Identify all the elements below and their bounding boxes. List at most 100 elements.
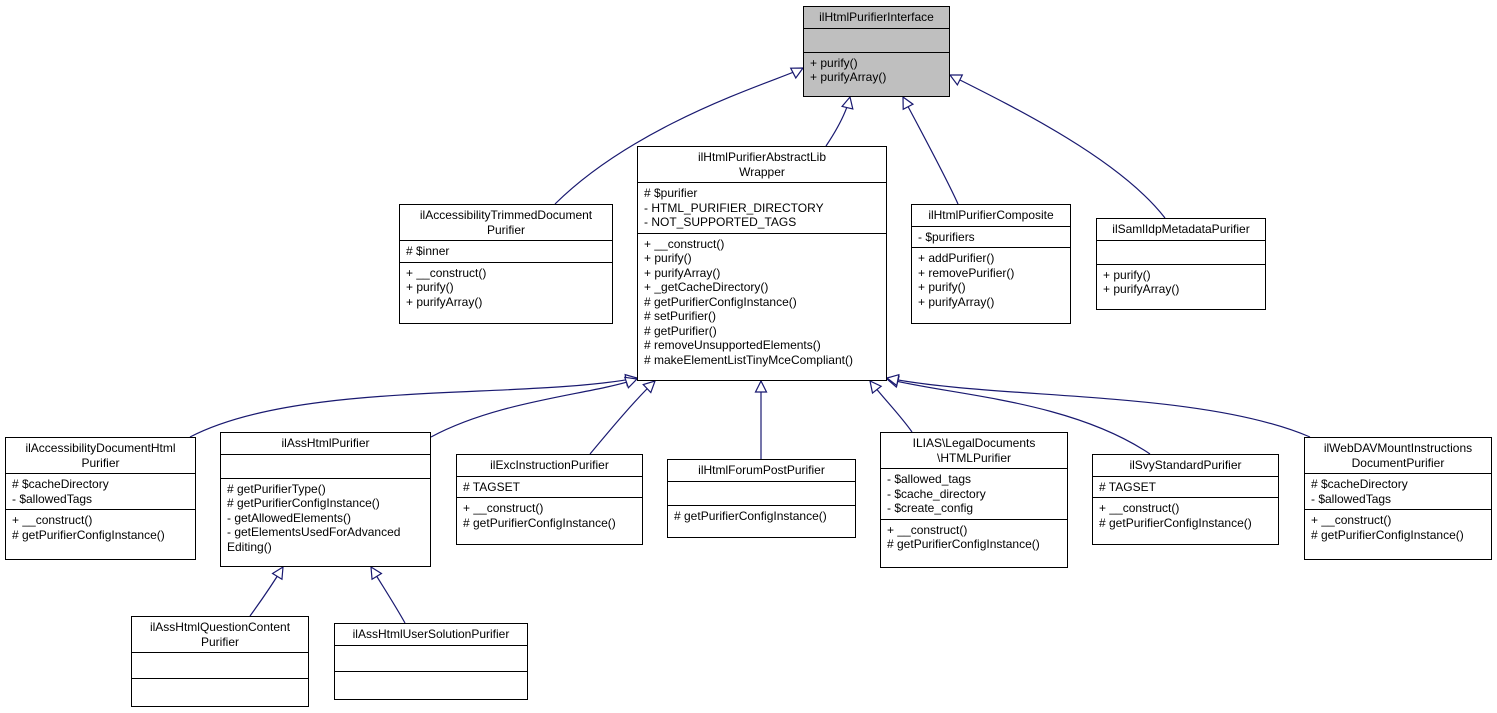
method-line: + removePurifier() xyxy=(918,265,1015,280)
method-line: + __construct() xyxy=(406,265,487,280)
class-name-line: ilAssHtmlPurifier xyxy=(281,436,370,450)
class-attributes-section xyxy=(1097,239,1265,264)
class-name-line: \HTMLPurifier xyxy=(936,450,1011,465)
inheritance-edge-ass-to-abstract xyxy=(430,378,638,438)
class-ilAssHtmlPurifier[interactable]: ilAssHtmlPurifier # getPurifierType()# ge… xyxy=(220,432,431,567)
inheritance-arrowhead-forum xyxy=(754,379,768,393)
class-attributes-section: - $allowed_tags- $cache_directory- $crea… xyxy=(881,468,1067,519)
class-name-line: ILIAS\LegalDocuments xyxy=(912,436,1036,450)
class-attributes-section: # $inner xyxy=(400,240,612,262)
class-attributes-section xyxy=(221,453,430,478)
class-attributes-section: # $cacheDirectory- $allowedTags xyxy=(6,473,195,509)
class-methods-section: + purify()+ purifyArray() xyxy=(1097,263,1265,307)
class-attributes-section xyxy=(804,27,949,52)
class-name-line: ilSvyStandardPurifier xyxy=(1129,458,1242,472)
attribute-line: # $inner xyxy=(406,244,450,258)
attribute-line: - NOT_SUPPORTED_TAGS xyxy=(644,215,797,229)
class-name-line: ilAssHtmlQuestionContent xyxy=(149,620,291,634)
attribute-line: - $cache_directory xyxy=(887,486,986,501)
class-ilSamlIdpMetadataPurifier[interactable]: ilSamlIdpMetadataPurifier+ purify()+ pur… xyxy=(1096,218,1266,310)
inheritance-arrowhead-question xyxy=(271,565,284,581)
class-ilHtmlPurifierInterface[interactable]: ilHtmlPurifierInterface+ purify()+ purif… xyxy=(803,6,950,97)
method-line: + __construct() xyxy=(1099,501,1180,515)
method-line: + __construct() xyxy=(1311,513,1392,527)
method-line: Editing() xyxy=(227,539,272,554)
class-name-line: Purifier xyxy=(81,455,120,470)
method-line: + __construct() xyxy=(644,236,725,251)
attribute-line: - $create_config xyxy=(887,501,974,515)
class-ilHtmlForumPostPurifier[interactable]: ilHtmlForumPostPurifier # getPurifierConf… xyxy=(667,459,856,538)
method-line: + purifyArray() xyxy=(1103,282,1180,296)
method-line: + purify() xyxy=(1103,267,1151,282)
class-ilSvyStandardPurifier[interactable]: ilSvyStandardPurifier # TAGSET + __constru… xyxy=(1092,454,1279,545)
class-ilExcInstructionPurifier[interactable]: ilExcInstructionPurifier # TAGSET + __cons… xyxy=(456,454,643,545)
method-line: # getPurifierConfigInstance() xyxy=(1311,527,1464,542)
class-name-line: ilAccessibilityTrimmedDocument xyxy=(419,208,593,222)
class-name-line: ilHtmlForumPostPurifier xyxy=(698,463,825,477)
inheritance-arrowhead-trimmed xyxy=(789,67,805,80)
class-name-line: ilWebDAVMountInstructions xyxy=(1323,441,1473,455)
attribute-line: # $cacheDirectory xyxy=(12,477,109,491)
attribute-line: # TAGSET xyxy=(463,479,520,494)
inheritance-arrowhead-ass xyxy=(623,376,639,389)
class-name-section: ILIAS\LegalDocuments\HTMLPurifier xyxy=(881,433,1067,468)
method-line: # setPurifier() xyxy=(644,309,717,323)
class-name-section: ilSvyStandardPurifier xyxy=(1093,455,1278,476)
class-name-line: ilExcInstructionPurifier xyxy=(490,458,609,472)
method-line: + addPurifier() xyxy=(918,251,995,265)
class-name-line: DocumentPurifier xyxy=(1351,455,1445,470)
inheritance-edge-saml-to-iface xyxy=(949,74,1166,219)
method-line: # getPurifierConfigInstance() xyxy=(887,537,1040,551)
method-line: + purifyArray() xyxy=(406,294,483,309)
inheritance-arrowhead-usersol xyxy=(370,565,383,581)
class-methods-section: # getPurifierType()# getPurifierConfigIn… xyxy=(221,477,430,564)
class-attributes-section xyxy=(132,652,308,678)
inheritance-arrowhead-webdav xyxy=(885,373,900,387)
class-ilAssHtmlUserSolutionPurifier[interactable]: ilAssHtmlUserSolutionPurifier xyxy=(334,623,528,700)
method-line: + purify() xyxy=(406,280,454,294)
class-ILIAS-LegalDocuments-HTMLPurifier[interactable]: ILIAS\LegalDocuments\HTMLPurifier- $allo… xyxy=(880,432,1068,568)
method-line: + purify() xyxy=(644,251,692,265)
class-methods-section xyxy=(335,670,527,697)
class-methods-section: + __construct()+ purify()+ purifyArray() xyxy=(400,261,612,321)
class-methods-section: + __construct()# getPurifierConfigInstan… xyxy=(6,509,195,557)
method-line: # removeUnsupportedElements() xyxy=(644,338,821,352)
inheritance-arrowhead-legal xyxy=(869,379,883,395)
class-methods-section: # getPurifierConfigInstance() xyxy=(668,504,855,535)
inheritance-arrowhead-composite xyxy=(902,95,915,111)
class-attributes-section xyxy=(335,644,527,671)
class-name-section: ilHtmlPurifierInterface xyxy=(804,7,949,28)
class-attributes-section: # TAGSET xyxy=(457,475,642,498)
class-ilHtmlPurifierComposite[interactable]: ilHtmlPurifierComposite- $purifiers+ add… xyxy=(911,204,1071,324)
inheritance-arrowhead-abstract xyxy=(841,95,854,110)
attribute-line: - $allowedTags xyxy=(12,491,93,506)
class-name-section: ilHtmlForumPostPurifier xyxy=(668,460,855,481)
method-line: # makeElementListTinyMceCompliant() xyxy=(644,352,853,367)
inheritance-edge-webdav-to-abstract xyxy=(886,377,1311,438)
class-methods-section xyxy=(132,678,308,704)
method-line: # getPurifierConfigInstance() xyxy=(463,515,616,530)
method-line: # getPurifierConfigInstance() xyxy=(12,527,165,542)
class-name-line: ilAccessibilityDocumentHtml xyxy=(25,441,176,455)
class-attributes-section: # TAGSET xyxy=(1093,475,1278,498)
inheritance-edge-accdoc-to-abstract xyxy=(189,377,638,438)
class-name-line: ilHtmlPurifierAbstractLib xyxy=(697,150,827,164)
method-line: + purify() xyxy=(810,55,858,70)
class-name-section: ilAssHtmlPurifier xyxy=(221,433,430,454)
class-attributes-section: # $cacheDirectory- $allowedTags xyxy=(1305,473,1491,509)
attribute-line: - $purifiers xyxy=(918,229,975,244)
method-line: + purifyArray() xyxy=(644,265,721,280)
class-methods-section: + __construct()# getPurifierConfigInstan… xyxy=(457,497,642,541)
class-methods-section: + addPurifier()+ removePurifier()+ purif… xyxy=(912,247,1070,320)
class-attributes-section: # $purifier- HTML_PURIFIER_DIRECTORY- NO… xyxy=(638,182,886,233)
class-name-section: ilExcInstructionPurifier xyxy=(457,455,642,476)
inheritance-edge-svy-to-abstract xyxy=(886,378,1151,455)
